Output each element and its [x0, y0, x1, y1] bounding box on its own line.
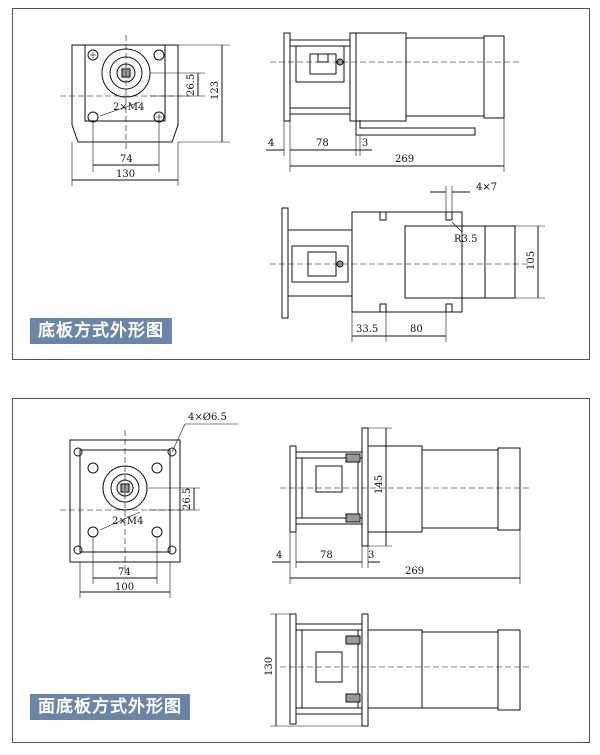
dim-269-1: 269 — [395, 154, 414, 165]
front-view-1: 2×M4 26.5 123 74 130 — [60, 35, 230, 186]
panel-label-base-plate: 底板方式外形图 — [30, 318, 172, 344]
slot-label-1: 4×7 — [476, 182, 497, 193]
dim-26-5-1: 26.5 — [186, 74, 197, 96]
dim-78-1: 78 — [316, 138, 329, 149]
side-view-1: 4 78 3 269 — [266, 32, 520, 172]
hole-label-1: 2×M4 — [113, 102, 144, 113]
dim-130: 130 — [116, 169, 135, 180]
bottom-view-1: 4×7 R3.5 105 33.5 80 — [270, 182, 545, 342]
dim-3-1: 3 — [362, 138, 368, 149]
dim-80-1: 80 — [410, 324, 423, 335]
dim-33-5: 33.5 — [356, 324, 378, 335]
dim-74-1: 74 — [120, 154, 133, 165]
panel-face-base-plate — [12, 398, 590, 743]
dim-105: 105 — [526, 251, 537, 270]
dim-123: 123 — [210, 81, 221, 100]
radius-label-1: R3.5 — [454, 234, 477, 245]
panel-base-plate — [12, 8, 590, 360]
diagram-base-plate: 2×M4 26.5 123 74 130 4 78 3 269 — [60, 32, 545, 342]
dim-4-1: 4 — [268, 138, 274, 149]
panel-label-face-base-plate: 面底板方式外形图 — [30, 694, 190, 720]
